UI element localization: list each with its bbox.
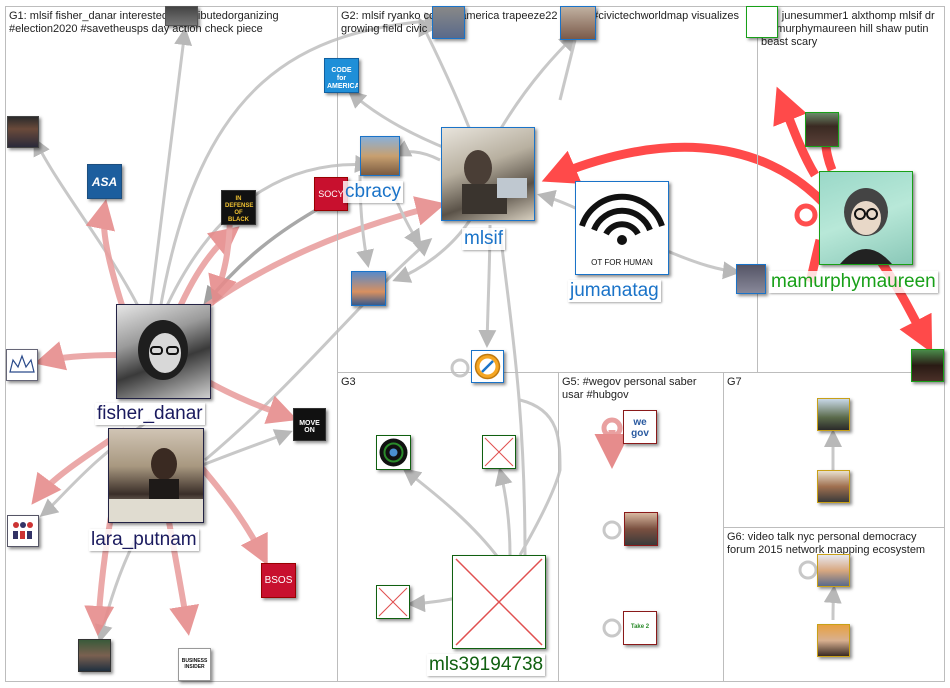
node-jumanatag[interactable]: OT FOR HUMAN xyxy=(575,181,669,275)
node-avatar-g5-man[interactable] xyxy=(624,512,658,546)
business-insider-text: BUSINESS INSIDER xyxy=(181,658,208,670)
small-edges xyxy=(558,39,842,621)
node-cbracy[interactable] xyxy=(360,136,400,176)
node-code-for-america-logo[interactable]: CODE for AMERICA xyxy=(324,58,359,93)
doc-grid-icon xyxy=(13,522,33,539)
node-doc-logo[interactable] xyxy=(7,515,39,547)
node-broken-image-a[interactable] xyxy=(482,435,516,469)
socy-logo-text: SOCY xyxy=(318,189,344,199)
label-mls39194738: mls39194738 xyxy=(427,654,546,676)
wegov-logo-text: we gov xyxy=(631,417,649,439)
group-g1-label: G1: mlsif fisher_danar interested #distr… xyxy=(9,10,279,35)
node-avatar-g6-top[interactable] xyxy=(817,554,850,587)
node-avatar-g7-top[interactable] xyxy=(817,398,850,431)
node-avatar-top-g2a[interactable] xyxy=(432,6,465,39)
node-avatar-man-outdoor[interactable] xyxy=(78,639,111,672)
crown-icon xyxy=(9,354,35,373)
gray-edges xyxy=(33,12,443,643)
lara-portrait-icon xyxy=(109,448,203,522)
label-cbracy: cbracy xyxy=(343,181,403,203)
group-g5-label: G5: #wegov personal saber usar #hubgov xyxy=(562,376,697,401)
take2-logo-text: Take 2 xyxy=(630,624,650,630)
group-g4-label: G4: junesummer1 alxthomp mlsif dr mamurp… xyxy=(761,10,935,48)
bsos-logo-text: BSOS xyxy=(264,575,293,586)
target-circle-icon xyxy=(379,438,408,467)
group-g6 xyxy=(723,527,945,682)
broken-image-icon xyxy=(484,437,514,467)
label-fisher-danar: fisher_danar xyxy=(95,403,205,425)
self-loops xyxy=(450,358,818,638)
node-business-insider-logo[interactable]: BUSINESS INSIDER xyxy=(178,648,211,681)
node-avatar-g2-right[interactable] xyxy=(736,264,766,294)
group-g3-label: G3 xyxy=(341,376,356,388)
node-avatar-g6-bottom[interactable] xyxy=(817,624,850,657)
node-avatar-top-g1[interactable] xyxy=(165,6,198,26)
mlsif-photo-icon xyxy=(462,150,527,214)
broken-image-icon-large xyxy=(455,558,543,646)
node-avatar-top-g2b[interactable] xyxy=(560,6,596,40)
node-compass[interactable] xyxy=(471,350,504,383)
node-wegov-logo[interactable]: we gov xyxy=(623,410,657,444)
moveon-logo-text: MOVE ON xyxy=(299,420,320,434)
node-fisher-danar[interactable] xyxy=(116,304,211,399)
asa-logo-text: ASA xyxy=(91,175,118,189)
group-g6-label: G6: video talk nyc personal democracy fo… xyxy=(727,531,926,556)
group-g7 xyxy=(723,372,945,528)
group-g7-label: G7 xyxy=(727,376,742,388)
node-mls39194738[interactable] xyxy=(452,555,546,649)
defense-logo-text: IN DEFENSE OF BLACK LIFE xyxy=(225,196,254,223)
label-jumanatag: jumanatag xyxy=(568,280,661,302)
node-asa-logo[interactable]: ASA xyxy=(87,164,122,199)
node-avatar-g2-small[interactable] xyxy=(351,271,386,306)
node-socy-logo[interactable]: SOCY xyxy=(314,177,348,211)
compass-icon xyxy=(474,353,501,380)
wifi-icon xyxy=(579,193,665,245)
node-crown-logo[interactable] xyxy=(6,349,38,381)
node-mlsif[interactable] xyxy=(441,127,535,221)
node-defense-logo[interactable]: IN DEFENSE OF BLACK LIFE xyxy=(221,190,256,225)
node-broken-image-b[interactable] xyxy=(376,585,410,619)
node-lara-putnam[interactable] xyxy=(108,428,204,523)
node-mamurphymaureen[interactable] xyxy=(819,171,913,265)
node-bsos-logo[interactable]: BSOS xyxy=(261,563,296,598)
node-avatar-bottom-g4[interactable] xyxy=(911,349,944,382)
node-avatar-g7-bottom[interactable] xyxy=(817,470,850,503)
broken-image-icon-b xyxy=(378,587,408,617)
label-mlsif: mlsif xyxy=(462,228,506,250)
node-take2-logo[interactable]: Take 2 xyxy=(623,611,657,645)
fisher-portrait-icon xyxy=(138,320,188,380)
node-moveon-logo[interactable]: MOVE ON xyxy=(293,408,326,441)
node-dark-circle-logo[interactable] xyxy=(376,435,411,470)
node-avatar-man-suit[interactable] xyxy=(7,116,39,148)
jumanatag-image-text: OT FOR HUMAN xyxy=(591,258,653,267)
mamurphymaureen-cartoon-icon xyxy=(840,188,892,264)
group-g2-label: G2: mlsif ryanko codeforamerica trapeeze… xyxy=(341,10,740,35)
label-mamurphymaureen: mamurphymaureen xyxy=(769,271,938,293)
code-for-america-text: CODE for AMERICA xyxy=(327,67,359,90)
node-avatar-top-g4[interactable] xyxy=(746,6,778,38)
label-lara-putnam: lara_putnam xyxy=(89,529,199,551)
node-avatar-woman-g4[interactable] xyxy=(805,112,839,147)
